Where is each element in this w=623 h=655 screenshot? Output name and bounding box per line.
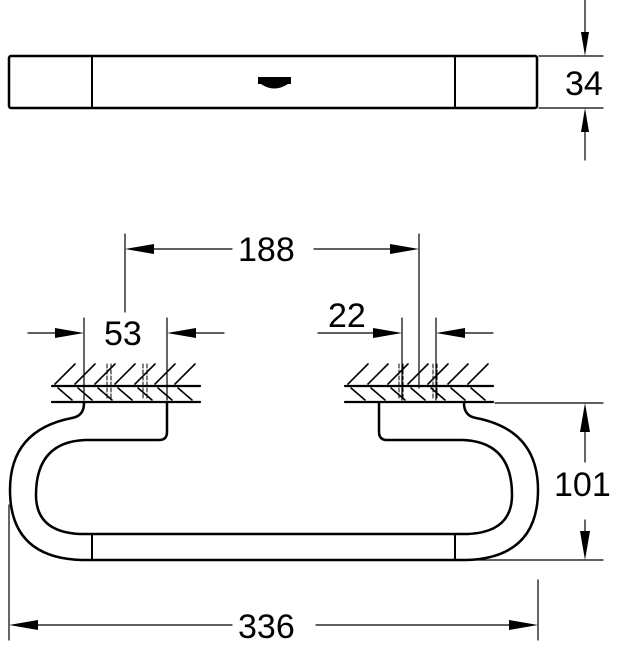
towel-ring-front-view (8, 401, 540, 562)
arrow-left-icon (167, 328, 196, 338)
total-width-label: 336 (238, 608, 295, 646)
wall-hatch-left (50, 363, 202, 404)
arrow-right-icon (55, 328, 84, 338)
depth-arrow-up-icon (581, 108, 589, 132)
top-view-outline (7, 54, 539, 110)
dimension-336 (8, 504, 539, 641)
wall-hatch-right (343, 363, 495, 404)
ring-outer-contour (8, 401, 540, 562)
arrow-left-icon (436, 328, 465, 338)
left-mount-width-label: 53 (104, 315, 142, 353)
arrow-left-icon (125, 244, 154, 254)
top-view (7, 0, 604, 161)
dimension-188 (124, 233, 420, 389)
wall-spacing-label: 188 (238, 231, 295, 269)
arrow-right-icon (509, 620, 538, 630)
depth-arrow-down-icon (581, 32, 589, 56)
right-mount-width-label: 22 (328, 297, 366, 335)
ring-inner-contour (34, 401, 514, 536)
brand-logo-icon (258, 77, 291, 89)
arrow-left-icon (9, 620, 38, 630)
arrow-right-icon (390, 244, 419, 254)
depth-label: 34 (565, 65, 603, 103)
arrow-up-icon (580, 403, 590, 432)
arrow-down-icon (580, 531, 590, 560)
height-label: 101 (554, 466, 611, 504)
arrow-right-icon (373, 328, 402, 338)
